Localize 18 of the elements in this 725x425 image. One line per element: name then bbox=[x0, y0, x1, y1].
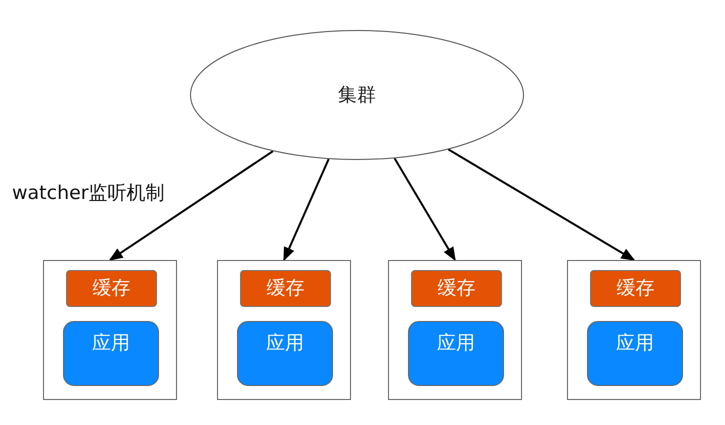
application-box: 应用 bbox=[237, 321, 333, 386]
cache-box: 缓存 bbox=[240, 270, 331, 307]
arrow bbox=[108, 150, 274, 261]
server-box bbox=[43, 260, 177, 400]
application-box: 应用 bbox=[63, 321, 159, 386]
arrow bbox=[394, 158, 456, 262]
cache-box: 缓存 bbox=[411, 270, 502, 307]
server-box bbox=[388, 260, 522, 400]
server-box bbox=[217, 260, 351, 400]
arrow bbox=[283, 158, 330, 262]
cache-box: 缓存 bbox=[66, 270, 157, 307]
application-box: 应用 bbox=[408, 321, 504, 386]
mechanism-label: watcher监听机制 bbox=[12, 181, 165, 206]
cache-box: 缓存 bbox=[590, 270, 681, 307]
server-box bbox=[567, 260, 701, 400]
arrow bbox=[448, 148, 636, 261]
application-box: 应用 bbox=[587, 321, 683, 386]
cluster-ellipse: 集群 bbox=[190, 30, 524, 160]
